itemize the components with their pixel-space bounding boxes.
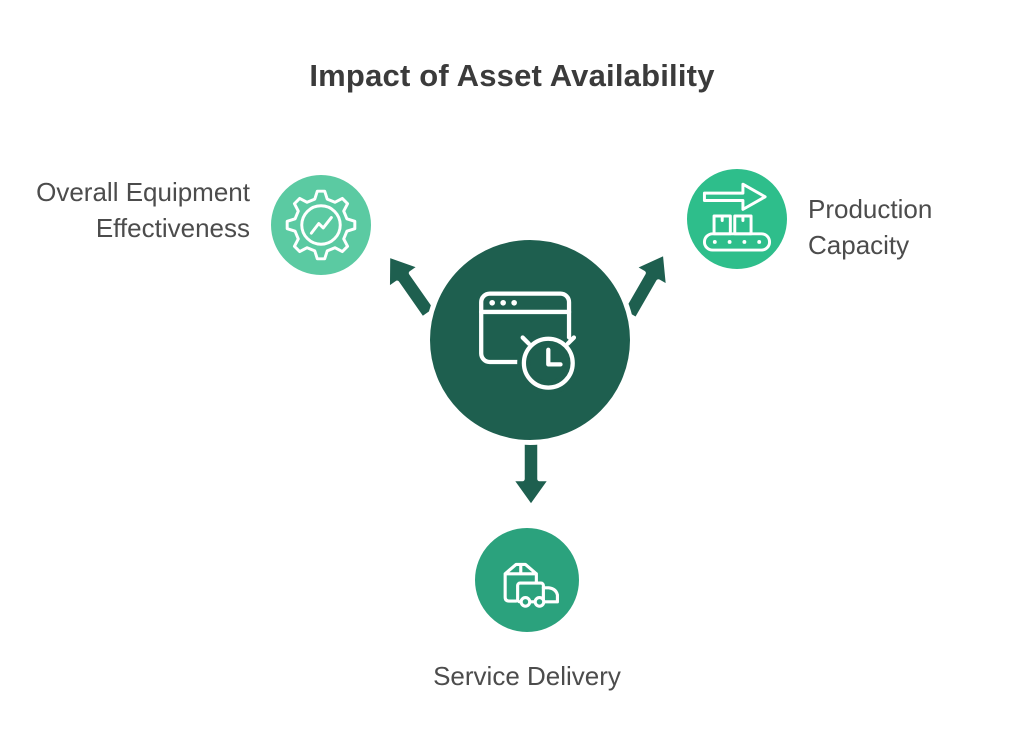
production-node-label: Production Capacity	[808, 194, 933, 260]
page-title: Impact of Asset Availability	[309, 58, 715, 93]
oee-node-label: Overall Equipment Effectiveness	[36, 177, 250, 243]
production-node	[682, 164, 792, 274]
center-node	[425, 235, 635, 445]
browser-clock-icon	[479, 291, 580, 395]
service-node	[470, 523, 584, 637]
package-truck-icon	[503, 562, 559, 608]
conveyor-arrow-icon	[702, 182, 772, 252]
gear-chart-icon	[285, 189, 357, 261]
oee-node	[266, 170, 376, 280]
service-node-label: Service Delivery	[433, 661, 621, 691]
arrow-to-service-icon	[508, 432, 554, 510]
